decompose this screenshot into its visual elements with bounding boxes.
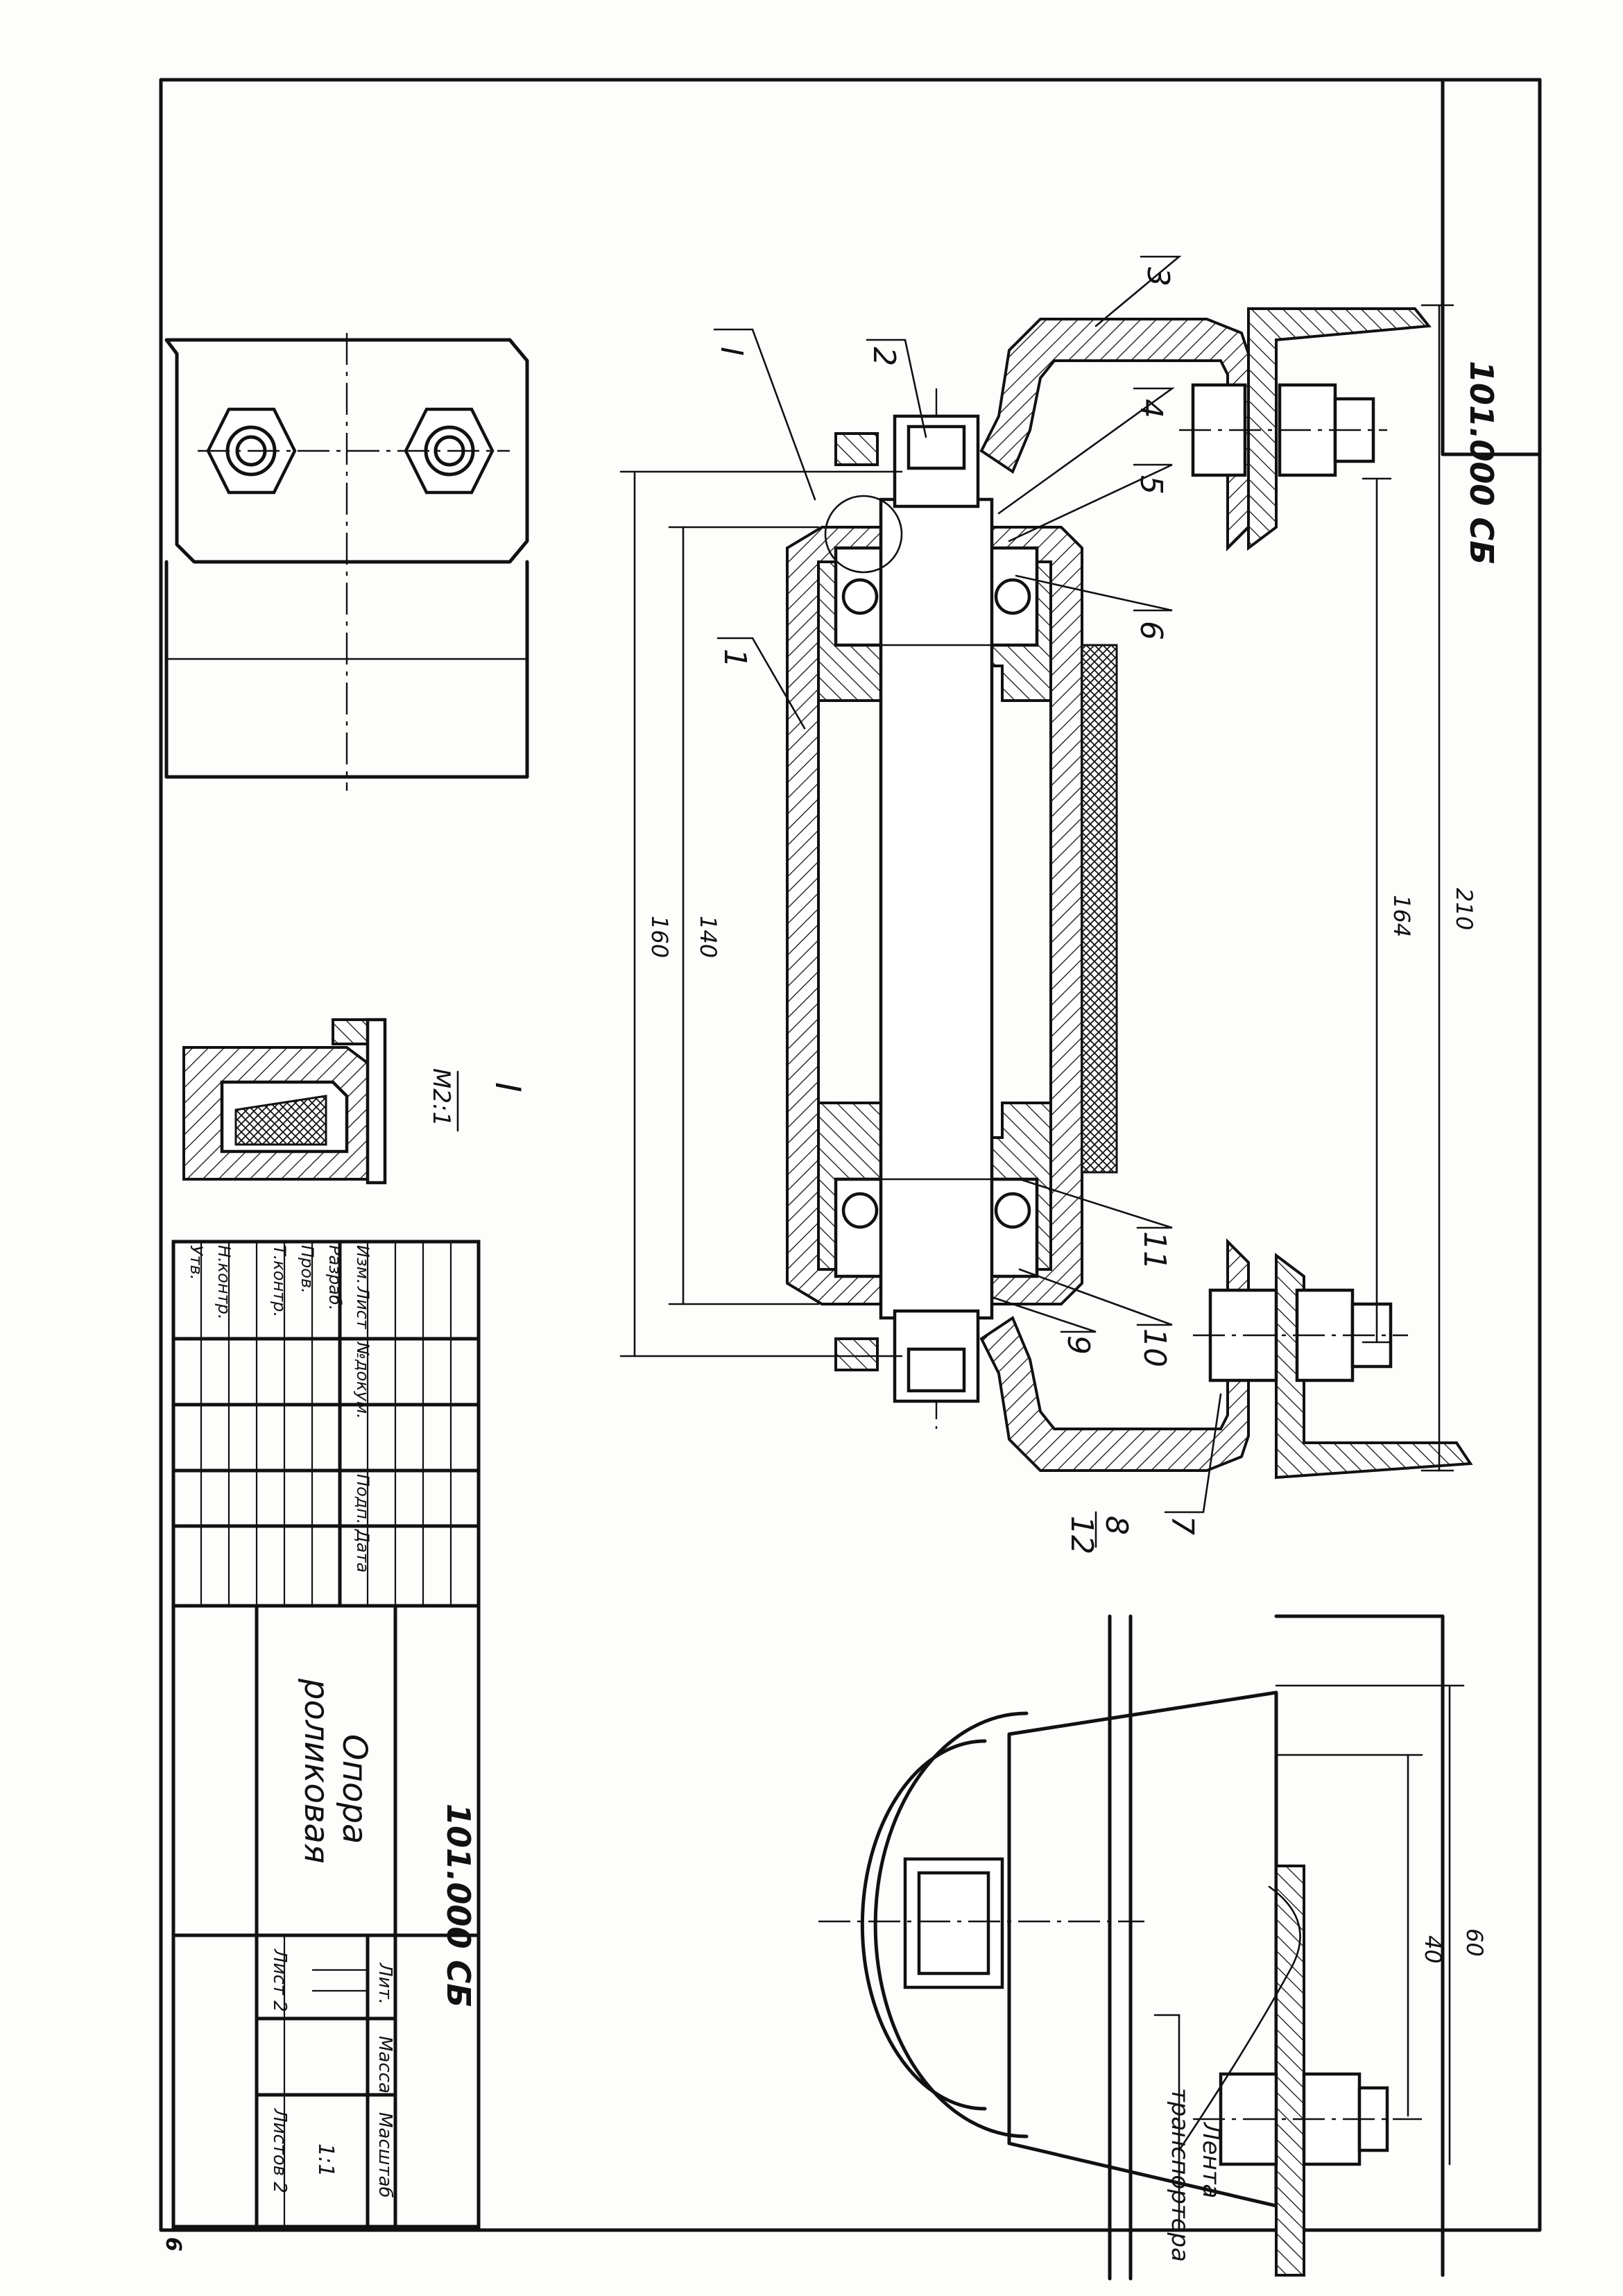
drawing-code: 101.000 СБ bbox=[440, 1804, 477, 2007]
leader-lines bbox=[713, 255, 1222, 1514]
col-date: Дата bbox=[353, 1529, 372, 1573]
col-sign: Подп. bbox=[353, 1474, 372, 1525]
lower-bolt bbox=[1193, 1288, 1408, 1382]
dim-210: 210 bbox=[1451, 888, 1477, 930]
col-doc: №докум. bbox=[353, 1341, 372, 1419]
callout-9: 9 bbox=[1060, 1335, 1096, 1355]
scale-label: Масштаб bbox=[375, 2112, 395, 2198]
lit-label: Лит. bbox=[375, 1962, 395, 2005]
callout-8: 8 bbox=[1099, 1516, 1134, 1535]
dimensions-main bbox=[619, 304, 1454, 1472]
callout-12: 12 bbox=[1064, 1516, 1099, 1554]
mass-label: Масса bbox=[375, 2036, 395, 2093]
lower-support-angle bbox=[1275, 1253, 1473, 1480]
upper-support-angle bbox=[1247, 307, 1432, 551]
col-izm: Изм. bbox=[353, 1245, 372, 1284]
main-section-view bbox=[786, 307, 1473, 1480]
detail-view-i bbox=[182, 1018, 387, 1185]
sheet-frame bbox=[159, 78, 1542, 2232]
side-view bbox=[818, 1614, 1465, 2281]
detail-circle-i bbox=[824, 495, 903, 574]
callout-4: 4 bbox=[1133, 399, 1169, 418]
scale-value: 1:1 bbox=[314, 2143, 338, 2177]
dim-160: 160 bbox=[646, 916, 673, 958]
upper-bracket bbox=[979, 318, 1250, 551]
corner-code: 101.000 СБ bbox=[1463, 361, 1500, 565]
title-block bbox=[171, 1240, 481, 2229]
row-developed: Разраб. bbox=[325, 1245, 345, 1310]
belt-note-line1: Лента bbox=[1197, 2121, 1225, 2198]
row-norm-control: Н.контр. bbox=[214, 1245, 234, 1319]
callout-2: 2 bbox=[866, 347, 902, 366]
page-number: 6 bbox=[161, 2237, 185, 2252]
sheets-label: Листов 2 bbox=[269, 2108, 290, 2193]
callout-3: 3 bbox=[1140, 267, 1176, 286]
title-block-row-labels: Разраб. Пров. Т.контр. Н.контр. Утв. bbox=[187, 1245, 345, 1319]
lower-bracket bbox=[979, 1238, 1250, 1472]
shaft bbox=[879, 497, 994, 1320]
dim-164: 164 bbox=[1389, 895, 1415, 937]
callout-1-shell: 1 bbox=[717, 649, 753, 668]
detail-label: I bbox=[488, 1082, 528, 1093]
row-approved: Утв. bbox=[187, 1245, 206, 1280]
dim-140: 140 bbox=[695, 916, 721, 958]
sheet-label: Лист 2 bbox=[269, 1948, 290, 2012]
row-tech-control: Т.контр. bbox=[270, 1245, 289, 1317]
callout-11: 11 bbox=[1137, 1231, 1172, 1270]
title-block-col-headers: Изм. Лист №докум. Подп. Дата bbox=[353, 1245, 372, 1573]
upper-bolt bbox=[1179, 383, 1387, 477]
row-checked: Пров. bbox=[298, 1245, 317, 1294]
callout-1: I bbox=[714, 347, 749, 356]
callout-7: 7 bbox=[1165, 1516, 1200, 1535]
col-list: Лист bbox=[353, 1286, 372, 1330]
top-view-plate bbox=[164, 333, 529, 791]
callout-6: 6 bbox=[1133, 621, 1169, 640]
rubber-lining bbox=[1081, 644, 1118, 1174]
dim-40: 40 bbox=[1420, 1935, 1446, 1964]
callout-10: 10 bbox=[1137, 1328, 1172, 1367]
drawing-title-line1: Опора bbox=[335, 1734, 374, 1844]
corner-code-box bbox=[1441, 78, 1542, 456]
dim-60: 60 bbox=[1461, 1928, 1488, 1957]
upper-ball-bearing bbox=[834, 546, 1039, 647]
drawing-title-line2: роликовая bbox=[297, 1678, 336, 1864]
detail-scale: М2:1 bbox=[427, 1068, 455, 1126]
callout-5: 5 bbox=[1133, 475, 1169, 495]
